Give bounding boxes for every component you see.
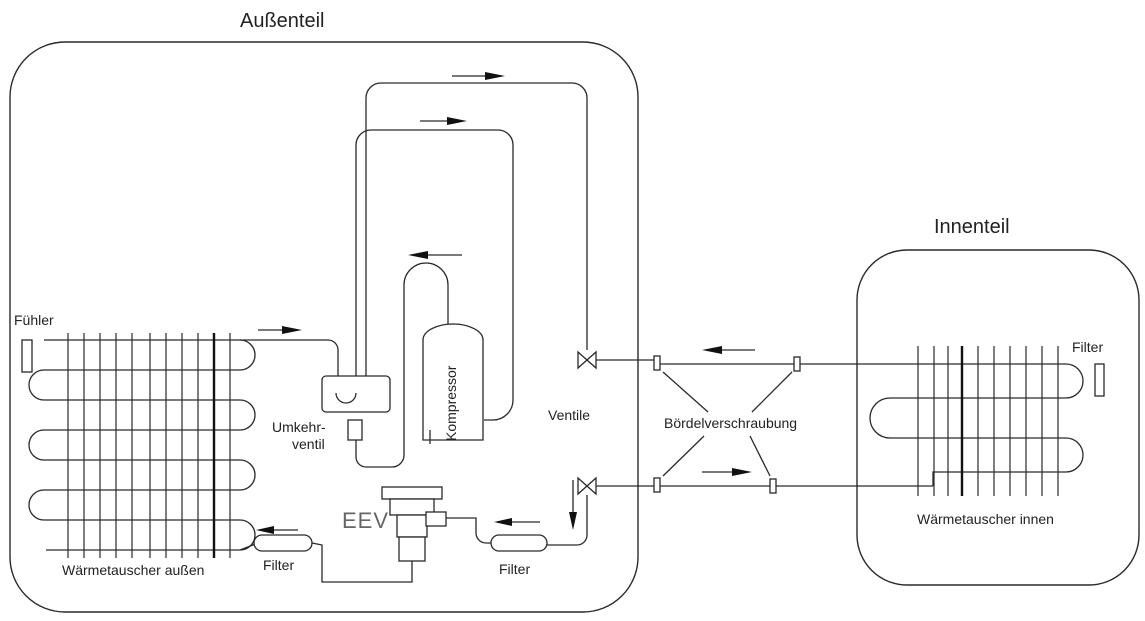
flare-fitting-icon (653, 477, 661, 493)
arrow-left-icon (494, 518, 540, 526)
flare-fitting-icon (793, 356, 801, 372)
reversing-valve-label-2: ventil (292, 436, 325, 452)
outdoor-unit: Außenteil (9, 10, 639, 613)
indoor-heat-exchanger-label: Wärmetauscher innen (917, 511, 1054, 527)
arrow-down-icon (569, 480, 577, 530)
indoor-coil-fins (917, 346, 1059, 496)
connecting-lines: Bördelverschraubung (596, 355, 933, 494)
sensor-icon (21, 339, 33, 373)
outdoor-coil-fins (67, 333, 231, 558)
outdoor-piping (239, 82, 588, 583)
outdoor-unit-enclosure (9, 41, 639, 613)
outdoor-heat-exchanger-label: Wärmetauscher außen (62, 562, 204, 578)
sensor-label: Fühler (14, 312, 54, 328)
compressor: Kompressor (422, 323, 484, 444)
arrow-left-icon (702, 346, 755, 354)
valve-bottom-icon (577, 476, 597, 496)
filter-outdoor-left: Filter (253, 534, 313, 573)
outdoor-coil (28, 339, 256, 551)
indoor-unit: Innenteil (856, 216, 1140, 586)
filter-icon (490, 534, 548, 552)
filter-indoor-icon (1094, 363, 1105, 397)
compressor-label: Kompressor (443, 365, 459, 441)
filter-outdoor-left-label: Filter (263, 557, 294, 573)
flow-arrows (256, 72, 755, 534)
outdoor-unit-title: Außenteil (240, 10, 325, 32)
arrow-right-icon (258, 326, 302, 334)
flare-fitting-icon (653, 355, 661, 371)
filter-outdoor-right: Filter (490, 534, 548, 577)
indoor-coil (869, 363, 1084, 486)
valves-label: Ventile (548, 407, 590, 423)
arrow-right-icon (420, 117, 467, 125)
eev: EEV (342, 486, 447, 562)
indoor-unit-enclosure (856, 249, 1140, 586)
indoor-unit-title: Innenteil (934, 216, 1010, 238)
outdoor-heat-exchanger: Fühler Wärmetauscher außen (14, 312, 256, 578)
flare-fitting-label: Bördelverschraubung (664, 415, 797, 431)
filter-outdoor-right-label: Filter (499, 561, 530, 577)
compressor-icon (422, 323, 484, 441)
eev-label: EEV (342, 508, 389, 533)
reversing-valve: Umkehr- ventil (272, 375, 391, 452)
arrow-right-icon (452, 72, 505, 80)
reversing-valve-label-1: Umkehr- (272, 419, 326, 435)
arrow-left-icon (256, 526, 298, 534)
flare-fitting-icon (769, 478, 777, 494)
filter-indoor-label: Filter (1072, 339, 1103, 355)
service-valves: Ventile (548, 350, 597, 496)
arrow-left-icon (408, 251, 462, 259)
filter-icon (253, 534, 313, 552)
arrow-right-icon (702, 468, 752, 476)
valve-top-icon (577, 350, 597, 370)
indoor-heat-exchanger: Filter Wärmetauscher innen (869, 339, 1105, 527)
